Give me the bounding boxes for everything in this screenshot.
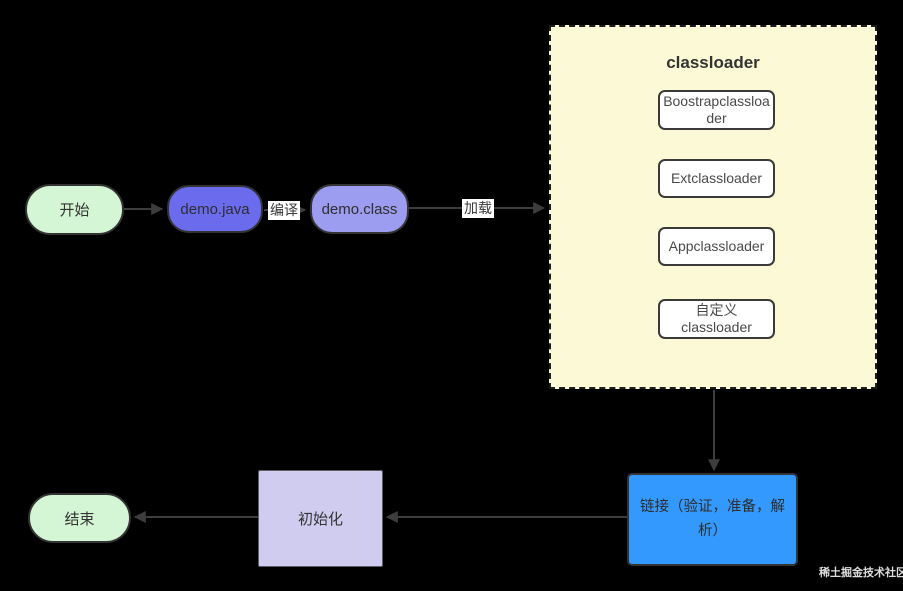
bootstrap-classloader-box: Boostrapclassloader bbox=[658, 90, 775, 130]
classloader-container: classloader Boostrapclassloader Extclass… bbox=[549, 25, 877, 389]
app-classloader-box: Appclassloader bbox=[658, 227, 775, 266]
link-node: 链接（验证，准备，解析） bbox=[627, 473, 798, 566]
edge-label-compile: 编译 bbox=[268, 201, 300, 220]
custom-classloader-box: 自定义 classloader bbox=[658, 299, 775, 339]
watermark: 稀土掘金技术社区 bbox=[819, 567, 903, 579]
classloader-title: classloader bbox=[666, 53, 760, 72]
demo-java-node: demo.java bbox=[167, 185, 263, 233]
start-node: 开始 bbox=[25, 184, 124, 235]
end-node: 结束 bbox=[28, 493, 131, 543]
ext-classloader-box: Extclassloader bbox=[658, 159, 775, 198]
demo-class-node: demo.class bbox=[310, 184, 409, 234]
init-node: 初始化 bbox=[258, 470, 383, 567]
edge-label-load: 加载 bbox=[462, 199, 494, 218]
